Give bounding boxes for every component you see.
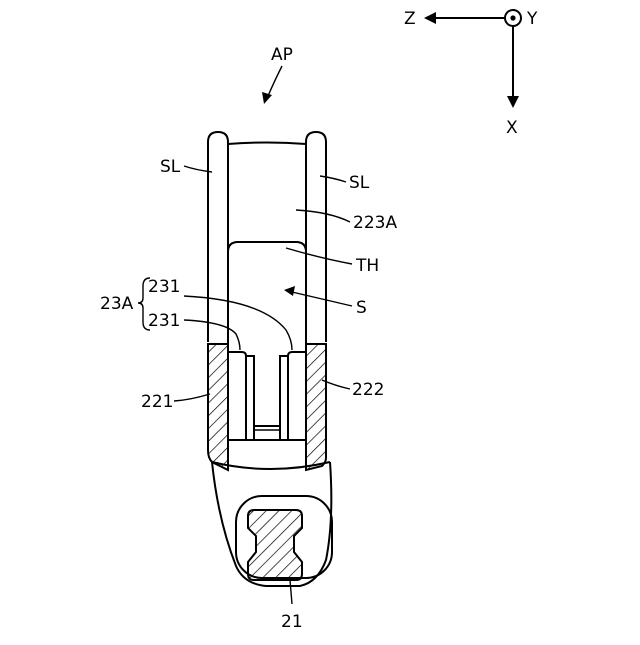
label-23a: 23A — [100, 294, 134, 314]
label-th: TH — [355, 256, 379, 276]
label-sl-left: SL — [160, 157, 181, 177]
side-wall-right — [306, 132, 326, 342]
label-222: 222 — [352, 380, 384, 400]
leader-221 — [174, 394, 210, 401]
leader-231-top — [184, 296, 292, 350]
label-ap: AP — [271, 45, 293, 65]
y-axis-dot — [510, 15, 515, 20]
label-21: 21 — [281, 612, 303, 632]
label-231-bottom: 231 — [148, 311, 180, 331]
axis-label-z: Z — [404, 9, 416, 29]
leader-21 — [290, 580, 292, 604]
leader-223a — [296, 210, 350, 222]
center-key — [254, 426, 280, 440]
through-hole-outline — [228, 242, 306, 352]
x-arrowhead — [507, 96, 519, 108]
label-221: 221 — [141, 392, 173, 412]
z-arrowhead — [424, 12, 436, 24]
ap-arrowhead — [262, 92, 272, 104]
axes-indicator: Z Y X — [404, 9, 538, 138]
leader-sl-right — [320, 176, 346, 182]
leader-s — [292, 292, 352, 306]
axis-label-y: Y — [526, 9, 538, 29]
terminal-21-section — [248, 510, 302, 580]
label-s: S — [356, 298, 367, 318]
top-end-face — [228, 143, 306, 145]
leader-th — [286, 248, 352, 264]
section-221 — [208, 344, 228, 470]
label-223a: 223A — [353, 213, 397, 233]
side-wall-left — [208, 132, 228, 342]
ap-arrow — [268, 66, 282, 96]
label-231-top: 231 — [148, 277, 180, 297]
axis-label-x: X — [506, 118, 518, 138]
section-222 — [306, 344, 326, 470]
protrusions-231 — [228, 352, 306, 440]
label-sl-right: SL — [349, 173, 370, 193]
leader-s-arrowhead — [284, 286, 295, 296]
